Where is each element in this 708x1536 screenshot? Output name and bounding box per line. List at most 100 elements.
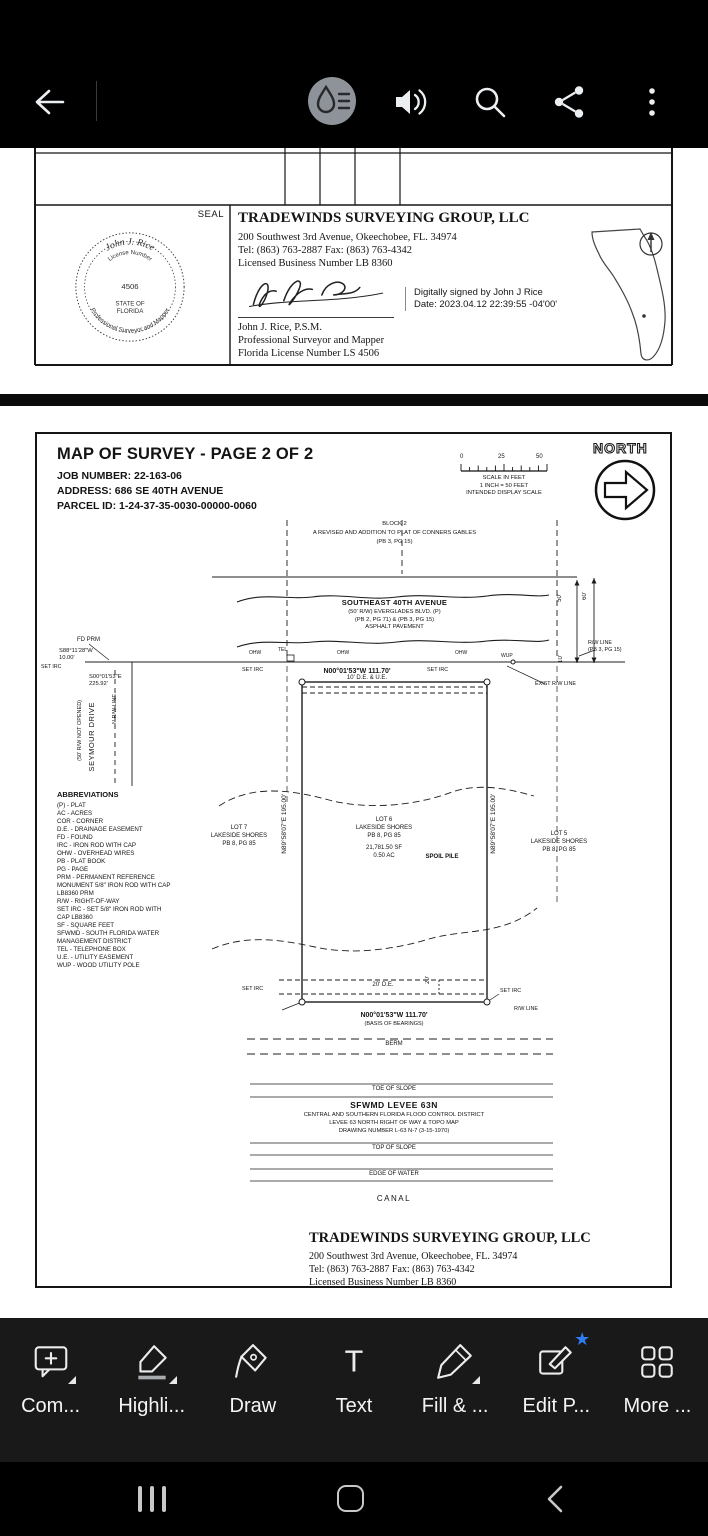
tool-comment-label: Com... [21,1395,81,1417]
text-icon-glyph: T [345,1344,364,1378]
seal-license-label: License Number [107,250,152,263]
map-label-set-irc-tr: SET IRC [427,667,449,673]
map-label-bottom-bearing: N00°01'53"W 111.70' [360,1012,428,1019]
tool-draw[interactable]: Draw [202,1318,303,1462]
map-label-seymour: SEYMOUR DRIVE [87,702,96,772]
tool-edit-pdf[interactable]: ★ Edit P... [506,1318,607,1462]
map-label-ohw-3: OHW [455,650,468,656]
map-label-canal: CANAL [376,1194,412,1203]
scale-tick-25: 25 [498,454,505,460]
map-label-lot7: LOT 7 LAKESIDE SHORES PB 8, PG 85 [210,825,268,847]
parcel-id: PARCEL ID: 1-24-37-35-0030-00000-0060 [57,500,257,512]
signer-name: John J. Rice, P.S.M. [238,322,323,333]
page1-table-linework [34,148,673,366]
highlight-icon [138,1345,167,1380]
signature-rule [238,317,394,318]
annotation-toolbar: Com... Highli... Draw [0,1318,708,1462]
map-label-lot6-area: 21,781.50 SF 0.50 AC [365,845,403,859]
map-label-n-rw-line: N R/W LINE [112,694,118,724]
seal-state-1: STATE OF [115,300,144,307]
map-label-toe-of-slope: TOE OF SLOPE [372,1086,416,1092]
map-label-lot5: LOT 5 LAKESIDE SHORES PB 8, PG 85 [530,831,588,853]
recents-icon[interactable] [138,1486,166,1512]
map-label-wup: WUP [501,653,513,659]
map-dim-60: 60' [582,592,588,600]
firm-phone: Tel: (863) 763-2887 Fax: (863) 763-4342 [238,245,412,256]
search-icon[interactable] [470,82,510,122]
map-label-de-ue: 10' D.E. & U.E. [346,675,388,681]
job-number: JOB NUMBER: 22-163-06 [57,470,182,482]
scale-tick-50: 50 [536,454,543,460]
map-label-avenue-sub: (50' R/W) EVERGLADES BLVD. (P) (PB 2, PG… [348,609,441,630]
tool-highlight-label: Highli... [118,1395,186,1417]
tool-text[interactable]: T Text [303,1318,404,1462]
map-label-exist-rw: EXIST R/W LINE [535,681,576,687]
map-label-bearing-south: S00°01'53"E 225.92' [89,674,122,687]
map-label-basis: (BASIS OF BEARINGS) [364,1021,424,1027]
map-dim-10: 10' [558,655,564,663]
map-label-edge-of-water: EDGE OF WATER [369,1171,419,1177]
read-aloud-icon[interactable] [390,82,430,122]
survey-linework [85,520,625,1182]
android-nav-bar [0,1462,708,1536]
tool-fill-sign-label: Fill & ... [421,1395,489,1417]
map-label-avenue-title: SOUTHEAST 40TH AVENUE [341,598,448,607]
comment-more-triangle-icon [67,1376,76,1384]
pdf-document-view[interactable]: SEAL John J. Rice License Number 4506 ST… [0,148,708,1318]
florida-map-icon [591,228,666,361]
map-label-top-of-slope: TOP OF SLOPE [372,1145,416,1151]
liquid-mode-icon[interactable] [308,77,356,125]
map-label-set-irc-br: SET IRC [500,988,522,994]
home-icon[interactable] [337,1485,364,1512]
droplet-lines-glyph [316,84,351,114]
digital-signature-text: Digitally signed by John J Rice Date: 20… [405,287,557,311]
nav-back-icon[interactable] [540,1483,572,1515]
overflow-menu-icon[interactable] [634,82,670,122]
map-label-levee-sub: CENTRAL AND SOUTHERN FLORIDA FLOOD CONTR… [303,1112,485,1134]
svg-text:License Number: License Number [107,250,152,263]
map-label-set-irc-left: SET IRC [41,664,62,670]
surveyor-seal: John J. Rice License Number 4506 STATE O… [75,232,185,342]
firm-license: Licensed Business Number LB 8360 [238,258,393,269]
firm-address: 200 Southwest 3rd Avenue, Okeechobee, FL… [238,232,457,243]
abbreviations-title: ABBREVIATIONS [57,790,119,799]
seal-license-number: 4506 [121,282,138,291]
map-label-block2: BLOCK 2 A REVISED AND ADDITION TO PLAT O… [312,521,477,545]
map-label-tel: TEL [278,647,288,653]
handwritten-signature [249,280,384,308]
abbreviations-list: (P) - PLAT AC - ACRES COR - CORNER D.E. … [57,802,171,969]
tool-more[interactable]: More ... [607,1318,708,1462]
tool-highlight[interactable]: Highli... [101,1318,202,1462]
map-label-bearing-west: S88°11'28"W 10.00' [59,648,93,661]
map-label-fd-prm: FD PRM [77,637,100,643]
map-label-set-irc-tl: SET IRC [242,667,264,673]
map-label-ohw-1: OHW [249,650,262,656]
footer-firm-license: Licensed Business Number LB 8360 [309,1277,457,1288]
text-icon: T [345,1344,364,1378]
highlight-more-triangle-icon [168,1376,177,1384]
premium-star-badge-icon: ★ [574,1329,591,1349]
edit-pdf-icon [539,1346,573,1375]
back-arrow-icon[interactable] [30,82,70,122]
map-label-ohw-2: OHW [337,650,350,656]
scale-tick-0: 0 [460,454,464,460]
footer-firm-phone: Tel: (863) 763-2887 Fax: (863) 763-4342 [309,1264,475,1275]
signer-title: Professional Surveyor and Mapper [238,335,385,346]
footer-firm-address: 200 Southwest 3rd Avenue, Okeechobee, FL… [309,1251,518,1262]
tool-text-label: Text [335,1395,373,1417]
tool-comment[interactable]: Com... [0,1318,101,1462]
comment-icon [34,1346,67,1378]
more-tools-icon [641,1346,674,1378]
status-bar [0,0,708,55]
top-toolbar [0,55,708,148]
map-label-seymour-sub: (50' R/W NOT OPENED) [77,700,83,761]
draw-icon [234,1344,267,1378]
footer-firm-name: TRADEWINDS SURVEYING GROUP, LLC [309,1230,591,1246]
signer-license: Florida License Number LS 4506 [238,348,380,359]
tool-fill-sign[interactable]: Fill & ... [405,1318,506,1462]
scale-ruler [460,464,548,472]
share-icon[interactable] [550,82,590,122]
fill-sign-more-triangle-icon [472,1376,481,1384]
tool-draw-label: Draw [229,1395,277,1417]
